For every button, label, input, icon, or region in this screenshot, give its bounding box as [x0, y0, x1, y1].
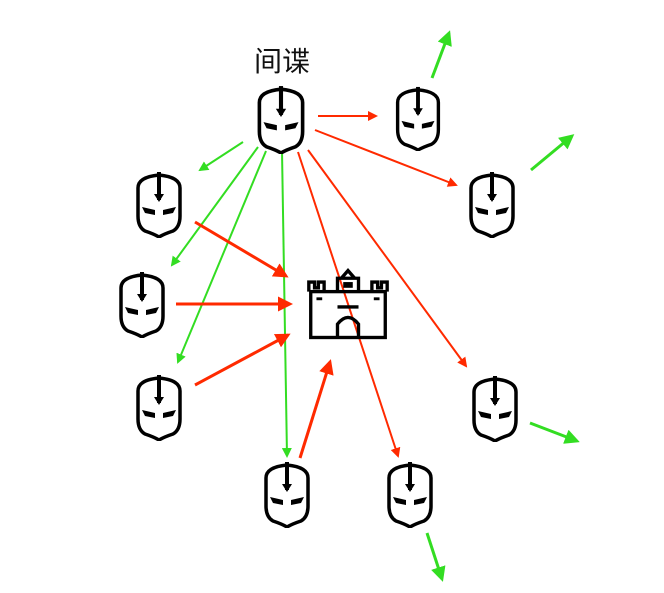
green-arrow-outward [530, 134, 575, 172]
red-arrow [297, 151, 401, 458]
warrior-helmet-icon [395, 85, 441, 151]
warrior-helmet-icon [264, 460, 310, 528]
red-attack-arrow [298, 359, 334, 459]
green-arrow-outward [529, 421, 580, 444]
spy-label: 间谍 [253, 45, 310, 78]
red-arrow [307, 149, 468, 368]
green-arrow [176, 150, 267, 364]
green-arrow-outward [425, 532, 446, 582]
warrior-helmet-icon [136, 170, 182, 238]
warrior-helmet-icon [119, 270, 165, 338]
warrior-helmet-icon [469, 170, 515, 238]
green-arrow [170, 146, 259, 267]
green-arrow-outward [430, 30, 452, 79]
green-arrow [198, 141, 244, 172]
red-attack-arrow [194, 333, 291, 387]
red-arrow [314, 129, 458, 187]
spy-warrior-icon [259, 86, 302, 153]
warrior-helmet-icon [387, 460, 433, 528]
red-attack-arrow [194, 220, 289, 278]
warrior-helmet-icon [136, 373, 182, 441]
warrior-helmet-icon [472, 374, 518, 442]
